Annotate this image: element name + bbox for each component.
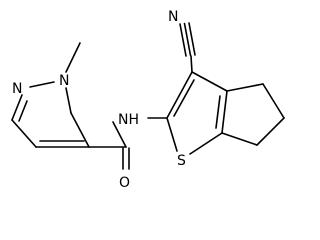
pyrazole-n2-label: N	[12, 81, 22, 97]
pyrazole-bond-n2-c3-inner	[18, 100, 28, 122]
thiophene-bond-c6a-s	[189, 132, 223, 155]
pyrazole-ring	[11, 81, 90, 148]
cyclopentane-bond-c3a-c4	[226, 83, 264, 92]
nh-carbonyl-bond	[112, 121, 127, 148]
thiophene-bond-c3a-c6a-inner	[215, 95, 221, 129]
nitrile-triple-bond-2	[183, 22, 192, 57]
structure-canvas: N N N NH O S	[11, 9, 285, 191]
thiophene-bond-c2-c3	[166, 71, 193, 119]
n-methyl-group	[65, 42, 81, 73]
nitrile-triple-bond-1	[179, 23, 187, 57]
pyrazole-n1-label: N	[59, 73, 69, 89]
cyclopentane-ring	[221, 83, 285, 146]
nitrile-to-ring-bond	[190, 55, 193, 73]
thiophene-bond-c3-c3a	[191, 71, 228, 92]
cyclopentane-bond-c4-c5	[262, 83, 285, 119]
pyrazole-bond-c3-c4	[11, 119, 37, 148]
thiophene-bond-c3a-c6a	[221, 90, 228, 134]
nitrile-triple-bond-3	[188, 22, 196, 56]
amide-linkage	[88, 117, 168, 170]
pyrazole-bond-n1-n2	[29, 81, 55, 88]
thiophene-bond-c2-c3-inner	[173, 79, 195, 117]
nitrile-group	[179, 22, 196, 73]
cyclopentane-bond-c5-c6	[256, 117, 285, 146]
thiophene-ring	[166, 71, 228, 155]
molecule-diagram: N N N NH O S	[11, 9, 285, 191]
pyrazole-bond-c5-n1	[70, 112, 90, 148]
thiophene-bond-s-c2	[166, 117, 178, 152]
cyclopentane-bond-c6-c6a	[221, 132, 258, 146]
pyrazole-bond-n1-c5-side	[65, 87, 72, 114]
n-methyl-bond	[65, 42, 81, 73]
amide-nh-label: NH	[118, 112, 139, 128]
nitrile-nitrogen-label: N	[168, 9, 178, 25]
pyrazole-bond-n2-c3	[11, 94, 23, 121]
thiophene-sulfur-label: S	[177, 153, 186, 169]
carbonyl-oxygen-label: O	[119, 175, 130, 191]
